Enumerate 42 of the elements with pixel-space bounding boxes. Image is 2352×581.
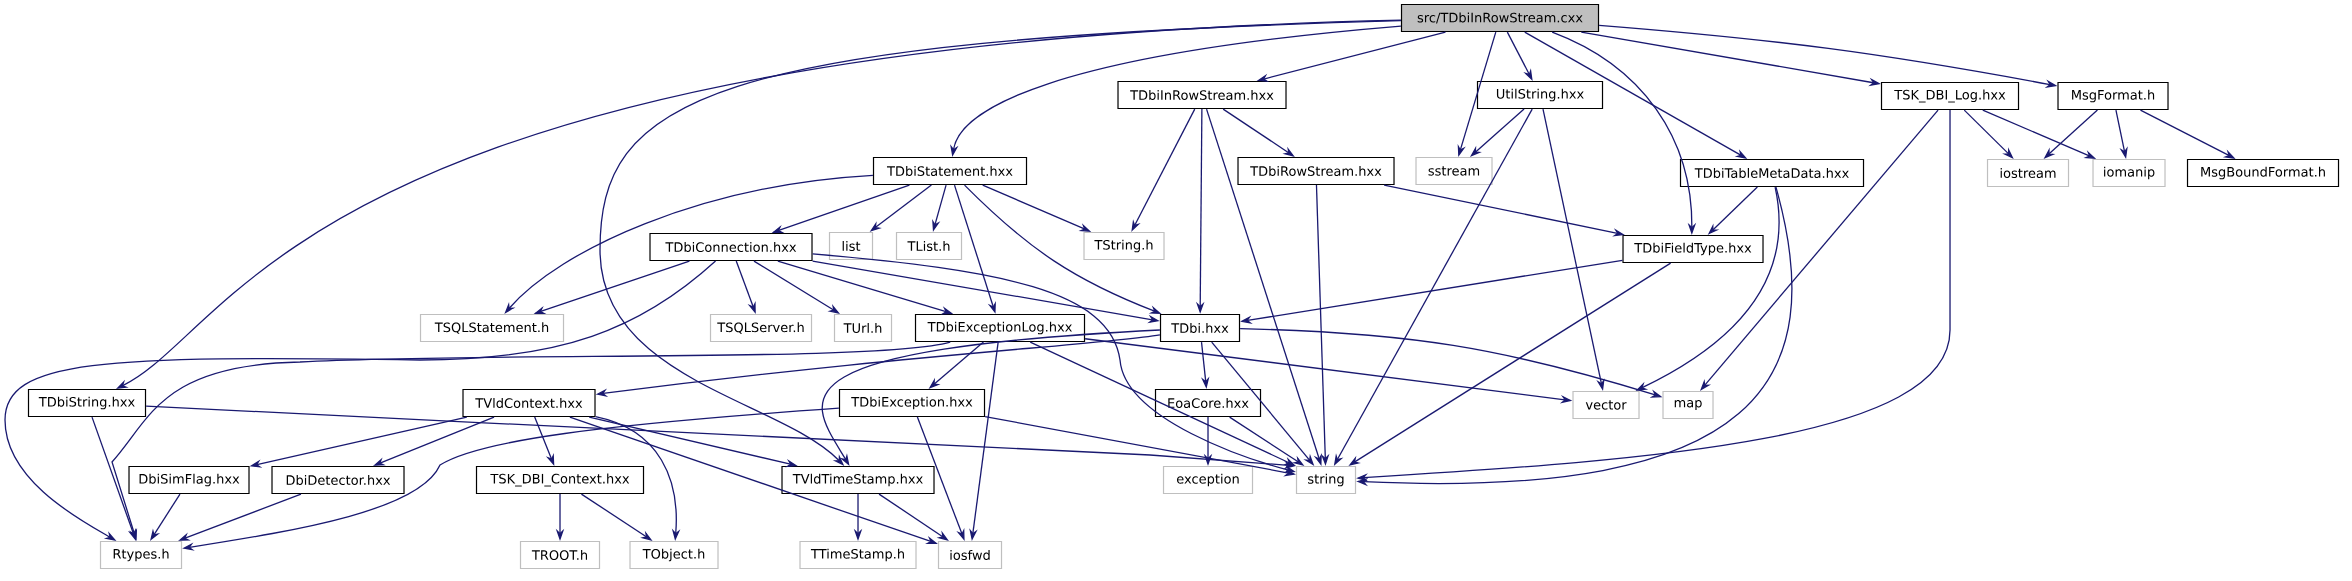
- file-box: map: [1662, 390, 1714, 420]
- file-box: TString.h: [1083, 231, 1165, 261]
- file-box: EoaCore.hxx: [1154, 388, 1262, 418]
- file-box: list: [828, 231, 874, 261]
- file-box: exception: [1162, 465, 1254, 495]
- file-box: sstream: [1415, 156, 1493, 186]
- file-box: TDbiFieldType.hxx: [1622, 234, 1764, 264]
- file-box: TDbiTableMetaData.hxx: [1679, 158, 1865, 188]
- file-box: TDbiExceptionLog.hxx: [914, 313, 1086, 343]
- file-box: TTimeStamp.h: [799, 540, 917, 570]
- file-box: iomanip: [2092, 158, 2166, 188]
- file-box: TVldTimeStamp.hxx: [781, 465, 935, 495]
- file-box: TDbiStatement.hxx: [872, 156, 1028, 186]
- file-box: TDbiException.hxx: [838, 388, 986, 418]
- file-box: TDbiInRowStream.hxx: [1117, 80, 1287, 110]
- file-box: iosfwd: [937, 540, 1003, 570]
- file-box: UtilString.hxx: [1476, 80, 1604, 110]
- file-box: TVldContext.hxx: [462, 388, 596, 418]
- file-box: iostream: [1986, 158, 2070, 188]
- file-box: DbiSimFlag.hxx: [128, 465, 250, 495]
- file-box: MsgFormat.h: [2057, 81, 2169, 111]
- file-box: TUrl.h: [833, 313, 893, 343]
- file-box: MsgBoundFormat.h: [2186, 158, 2340, 188]
- file-box: TSK_DBI_Context.hxx: [475, 465, 645, 495]
- file-box: TDbiConnection.hxx: [649, 232, 813, 262]
- file-box: vector: [1572, 390, 1640, 420]
- arrow: [599, 20, 1402, 466]
- file-box: Rtypes.h: [99, 540, 183, 570]
- arrow: [4, 260, 717, 541]
- file-box: TSQLServer.h: [709, 313, 813, 343]
- file-box: TObject.h: [629, 540, 719, 570]
- file-box: TSQLStatement.h: [419, 313, 565, 343]
- file-box: TDbiString.hxx: [27, 388, 147, 418]
- file-box: TDbi.hxx: [1159, 313, 1241, 343]
- highlighted-file-box: src/TDbiInRowStream.cxx: [1400, 3, 1600, 33]
- file-box: TROOT.h: [519, 540, 601, 570]
- file-box: TDbiRowStream.hxx: [1237, 156, 1395, 186]
- arrow: [504, 174, 874, 314]
- file-box: string: [1295, 465, 1357, 495]
- file-box: TSK_DBI_Log.hxx: [1880, 81, 2020, 111]
- file-box: DbiDetector.hxx: [271, 465, 405, 495]
- file-box: TList.h: [895, 231, 963, 261]
